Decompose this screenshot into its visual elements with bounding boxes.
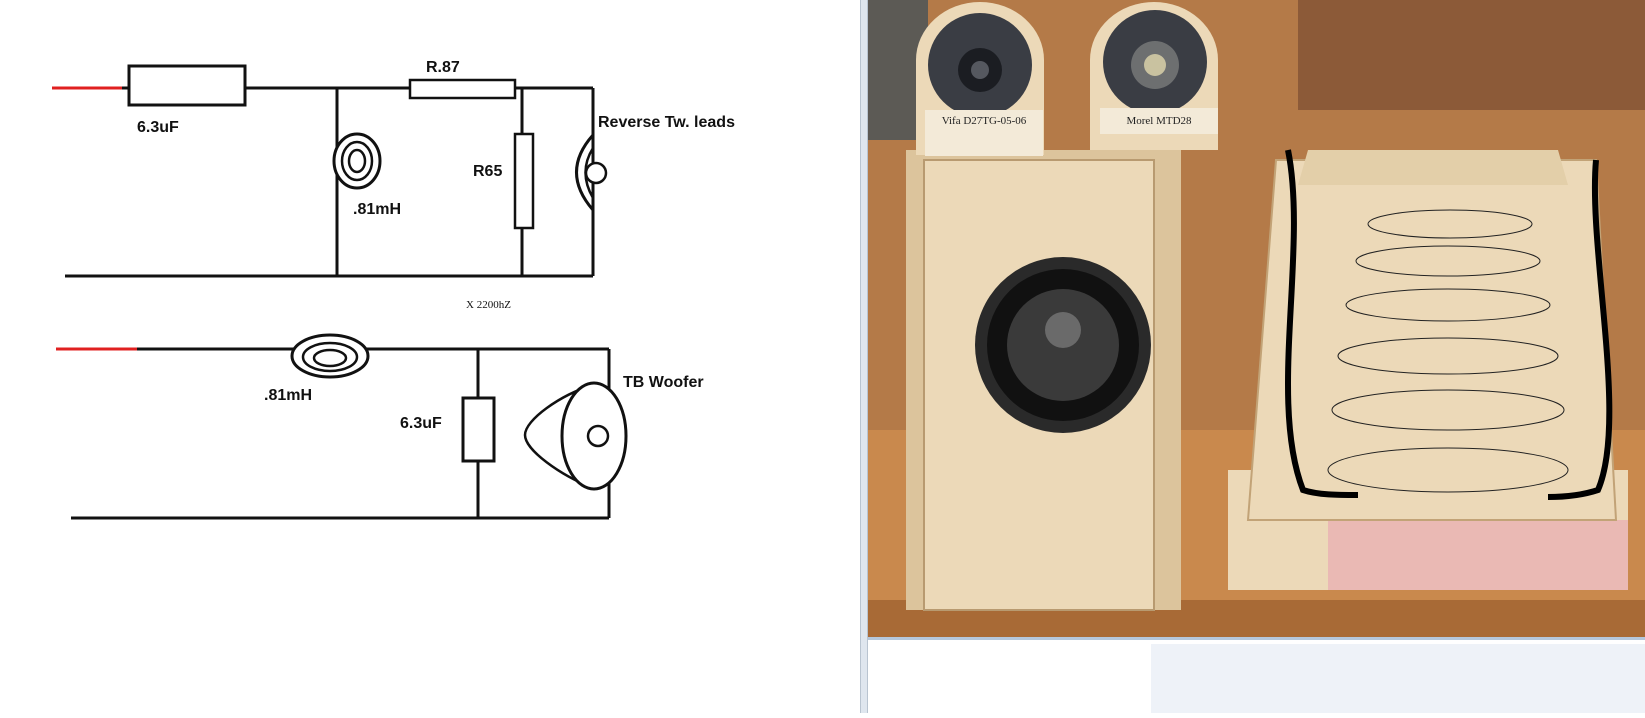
speaker-photo: Vifa D27TG-05-06 Morel MTD28 (868, 0, 1645, 640)
woofer-speaker-label: TB Woofer (623, 374, 704, 391)
tweeter-capacitor-label: 6.3uF (137, 119, 179, 136)
crossover-schematic: 6.3uF R.87 .81mH R65 Reverse Tw. leads X… (52, 59, 736, 520)
tweeter-capacitor (127, 64, 247, 107)
tweeter-speaker-label: Reverse Tw. leads (598, 114, 735, 131)
woofer-inductor-label: .81mH (264, 387, 312, 404)
left-tweeter-pod: Vifa D27TG-05-06 (916, 2, 1044, 156)
right-tweeter-label: Morel MTD28 (1126, 115, 1192, 127)
woofer-speaker-symbol (523, 381, 628, 491)
right-tweeter-pod: Morel MTD28 (1090, 2, 1218, 150)
speaker-photo-canvas: Vifa D27TG-05-06 Morel MTD28 (868, 0, 1645, 637)
woofer-capacitor-label: 6.3uF (400, 415, 442, 432)
tweeter-series-resistor-label: R.87 (426, 59, 460, 76)
crossover-frequency-label: X 2200hZ (466, 299, 511, 311)
right-speaker-cabinet (1228, 149, 1628, 590)
tweeter-shunt-resistor-label: R65 (473, 163, 502, 180)
left-tweeter-label: Vifa D27TG-05-06 (942, 115, 1027, 127)
tweeter-inductor-label: .81mH (353, 201, 401, 218)
schematic-canvas: 6.3uF R.87 .81mH R65 Reverse Tw. leads X… (52, 59, 735, 520)
lower-blank-panel (868, 644, 1151, 713)
tweeter-series-resistor (408, 78, 517, 100)
lower-shaded-panel (1151, 644, 1645, 713)
woofer-capacitor (461, 396, 496, 463)
left-speaker-cabinet (906, 150, 1181, 611)
tweeter-speaker-symbol (575, 134, 608, 211)
tweeter-inductor (332, 132, 382, 190)
window-divider (860, 0, 868, 713)
woofer-inductor (290, 333, 370, 379)
tweeter-shunt-resistor (513, 132, 535, 230)
tweeter-circuit (52, 64, 595, 278)
